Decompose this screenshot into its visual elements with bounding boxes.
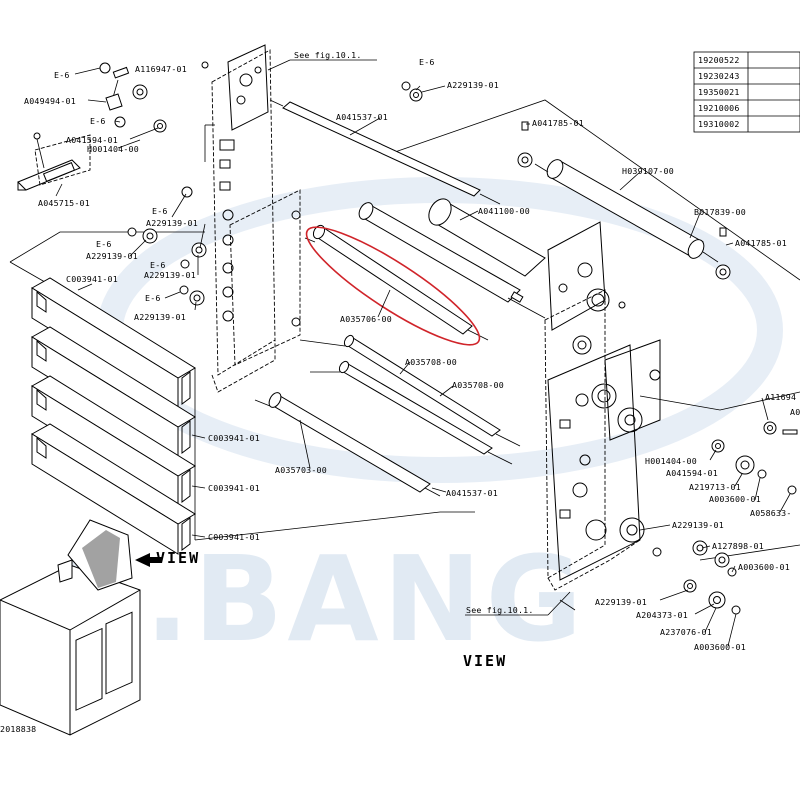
part-label: B017839-00 [694,207,746,217]
part-label: C003941-01 [208,433,260,443]
part-label: A219713-01 [689,482,741,492]
part-label: A049494-01 [24,96,76,106]
part-label: A127898-01 [712,541,764,551]
table-cell: 19310002 [698,119,740,129]
part-label: E-6 [145,293,161,303]
table-cell: 19350021 [698,87,740,97]
table-cell: 19230243 [698,71,740,81]
part-label: C003941-01 [208,483,260,493]
part-label: A003600-01 [738,562,790,572]
part-label: A229139-01 [134,312,186,322]
part-label: A041785-01 [735,238,787,248]
part-label: A041537-01 [446,488,498,498]
part-label: A003600-01 [694,642,746,652]
watermark: E.BANG [60,530,586,668]
right-small-parts [401,81,798,615]
part-label: A229139-01 [595,597,647,607]
part-label: A041785-01 [532,118,584,128]
roller-h039107 [534,159,719,263]
cover-c003941-4 [31,423,196,555]
part-label: A229139-01 [86,251,138,261]
machine-overview [0,519,162,736]
roller-a035708-a [299,334,521,447]
roller-a035703 [254,392,441,497]
part-label: A229139-01 [146,218,198,228]
part-label: A041537-01 [336,112,388,122]
table-cell: 19210006 [698,103,740,113]
part-label: A0 [790,407,800,417]
part-label: C003941-01 [66,274,118,284]
part-label: A035708-00 [452,380,504,390]
see-fig-reference: See fig.10.1. [294,50,362,60]
part-label: E-6 [152,206,168,216]
roller-a041537-top [269,99,501,205]
part-label: A116947-01 [135,64,187,74]
reference-table: 19200522 19230243 19350021 19210006 1931… [693,51,800,133]
part-label: C003941-01 [208,532,260,542]
view-caption: VIEW [463,652,507,670]
roller-a041100 [358,198,546,319]
labels: See fig.10.1. See fig.10.1. VIEW VIEW 20… [0,50,800,734]
view-arrow-label: VIEW [156,549,200,567]
part-label: A058633- [750,508,792,518]
part-label: A035703-00 [275,465,327,475]
part-label: H001404-00 [645,456,697,466]
part-label: A229139-01 [672,520,724,530]
see-fig-reference: See fig.10.1. [466,605,534,615]
part-label: A229139-01 [144,270,196,280]
part-label: A045715-01 [38,198,90,208]
part-label: A041100-00 [478,206,530,216]
part-label: E-6 [90,116,106,126]
part-label: A041594-01 [666,468,718,478]
part-label: E-6 [419,57,435,67]
part-label: A229139-01 [447,80,499,90]
leader-lines [55,59,791,647]
part-label: E-6 [54,70,70,80]
right-side-frame [544,221,662,591]
part-label: A035708-00 [405,357,457,367]
roller-a035706 [304,224,489,341]
table-cell: 19200522 [698,55,740,65]
part-label: A237076-01 [660,627,712,637]
part-label: H039107-00 [622,166,674,176]
part-label: A204373-01 [636,610,688,620]
part-label: E-6 [96,239,112,249]
part-label: H001404-00 [87,144,139,154]
roller-a035708-b [310,360,513,465]
part-label: A041594-01 [66,135,118,145]
part-label: E-6 [150,260,166,270]
part-label: A11694 [765,392,796,402]
left-side-frame [204,44,301,393]
part-label: A003600-01 [709,494,761,504]
figure-number: 2018838 [0,724,36,734]
part-label: A035706-00 [340,314,392,324]
highlight-ring-a035706 [305,226,481,346]
